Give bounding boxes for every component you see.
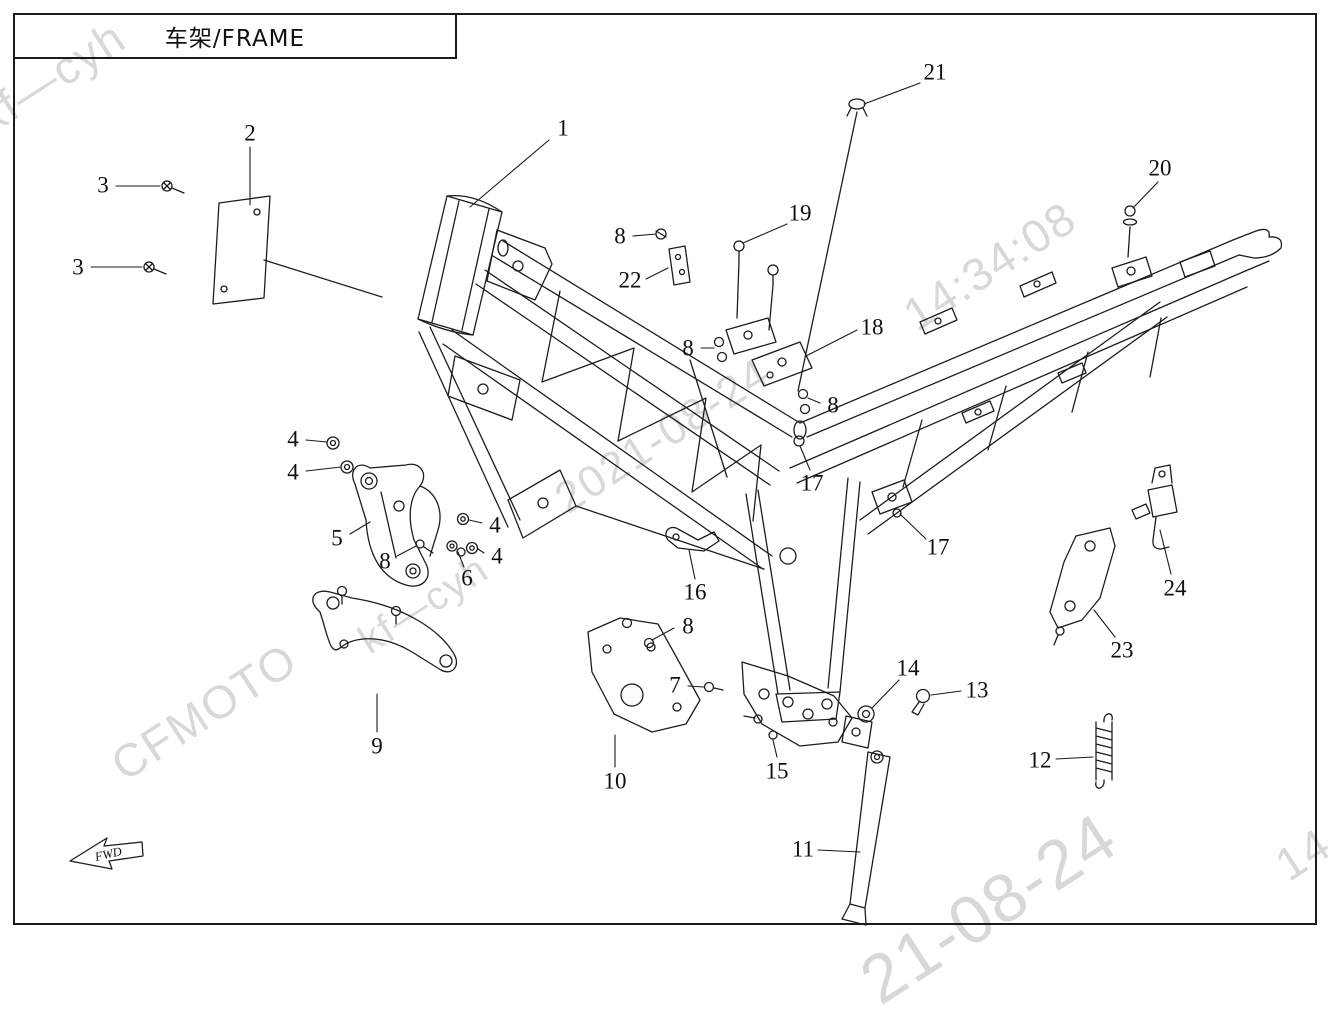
kickstand-part-11 [841, 715, 891, 926]
leader-line [772, 739, 778, 758]
part-callout-8: 8 [827, 392, 839, 418]
part-callout-5: 5 [331, 525, 343, 551]
leader-line [396, 545, 417, 557]
part-callout-1: 1 [557, 115, 569, 141]
leader-line [742, 223, 788, 244]
part-callout-15: 15 [765, 758, 789, 784]
part-callout-8: 8 [379, 548, 391, 574]
bracket-part-10 [587, 617, 724, 733]
leader-line [863, 82, 921, 105]
part-callout-7: 7 [669, 672, 681, 698]
leader-line [305, 466, 342, 472]
main-frame-tubes [418, 240, 807, 570]
bushing-part-14 [857, 705, 875, 723]
leader-line [688, 549, 696, 580]
leader-line [305, 439, 328, 443]
plate-part-2 [212, 195, 383, 305]
part-callout-14: 14 [896, 655, 920, 681]
page-title: 车架/FRAME [164, 26, 306, 52]
bracket-part-23 [1049, 527, 1116, 646]
top-fasteners [655, 98, 1138, 518]
leader-line [1055, 756, 1094, 760]
rear-subframe [789, 228, 1283, 535]
leader-line [457, 551, 465, 568]
leader-line [1159, 529, 1172, 575]
screws-part-3 [143, 180, 185, 275]
part-callout-12: 12 [1028, 747, 1052, 773]
leader-line [651, 627, 675, 641]
footpeg-bracket-part-15 [741, 661, 853, 747]
spring-part-12 [1095, 713, 1113, 789]
part-callout-3: 3 [97, 172, 109, 198]
part-callout-23: 23 [1110, 637, 1134, 663]
fwd-arrow: FWD [69, 837, 144, 870]
bolt-part-13 [911, 688, 931, 716]
part-callout-24: 24 [1163, 575, 1187, 601]
part-callout-4: 4 [287, 426, 299, 452]
leader-line [687, 685, 705, 688]
leader-line [871, 679, 900, 709]
part-callout-20: 20 [1148, 155, 1172, 181]
leader-line [899, 513, 927, 540]
part-callout-9: 9 [371, 733, 383, 759]
part-callout-11: 11 [791, 836, 815, 862]
bracket-part-5 [352, 463, 466, 587]
head-tube [417, 194, 553, 336]
part-callout-4: 4 [287, 459, 299, 485]
leader-line [799, 445, 811, 471]
part-callout-4: 4 [489, 512, 501, 538]
leader-line [632, 233, 657, 237]
leader-line [1132, 181, 1159, 209]
part-callout-10: 10 [603, 768, 627, 794]
leader-line [477, 548, 485, 554]
leader-line [1093, 609, 1116, 638]
part-callout-2: 2 [244, 120, 256, 146]
part-callout-6: 6 [461, 565, 473, 591]
leader-line [349, 521, 371, 535]
part-callout-19: 19 [788, 200, 812, 226]
leader-line [645, 267, 669, 280]
leader-lines [90, 82, 1172, 853]
pivot-plates [745, 477, 861, 723]
part-callout-22: 22 [618, 267, 642, 293]
part-callout-8: 8 [682, 613, 694, 639]
part-callout-13: 13 [965, 677, 989, 703]
part-callout-16: 16 [683, 579, 707, 605]
part-callout-21: 21 [923, 59, 947, 85]
valve-part-24 [1131, 464, 1178, 550]
part-callout-8: 8 [614, 223, 626, 249]
washers-part-4 [326, 436, 479, 555]
part-callout-17: 17 [800, 470, 824, 496]
leader-line [807, 397, 821, 404]
frame-drawing: FWD [69, 82, 1283, 926]
leader-line [468, 519, 483, 524]
fwd-label: FWD [93, 844, 124, 864]
part-callout-17: 17 [926, 534, 950, 560]
part-callout-8: 8 [682, 335, 694, 361]
leader-line [817, 849, 861, 853]
leader-line [469, 139, 550, 208]
leader-line [930, 690, 962, 696]
part-callout-3: 3 [72, 254, 84, 280]
part-callout-4: 4 [491, 543, 503, 569]
bracket-part-9 [312, 585, 458, 673]
lever-part-16 [665, 526, 720, 552]
leader-line [805, 329, 858, 357]
part-callout-18: 18 [860, 314, 884, 340]
